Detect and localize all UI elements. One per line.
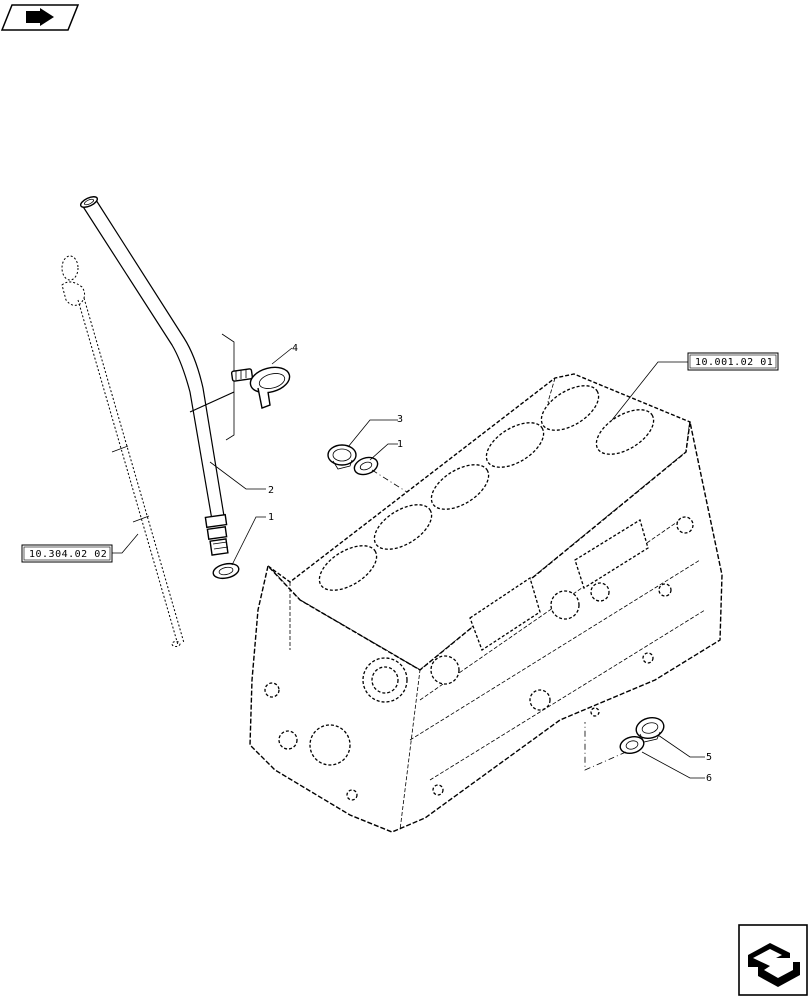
callout-6: 6 [706,773,712,784]
leader-lines [112,347,705,779]
callout-2: 2 [268,485,274,496]
plug-lower [635,716,665,743]
dipstick [61,255,185,647]
reference-box-dipstick[interactable]: 10.304.02 02 [21,544,113,563]
nav-prev-arrow-icon[interactable] [0,4,80,31]
dipstick-tube [79,196,229,556]
callout-4: 4 [292,343,298,354]
callout-1-lower: 1 [268,512,274,523]
callout-3: 3 [397,414,403,425]
plug-upper [327,444,357,470]
seal-ring-lower [212,562,240,580]
engine-block [249,373,723,833]
reference-label-engine-block: 10.001.02 01 [695,357,773,368]
washer-lower [619,735,645,755]
seal-ring-upper [353,456,379,476]
reference-label-dipstick: 10.304.02 02 [29,549,107,560]
callout-5: 5 [706,752,712,763]
callout-1-upper: 1 [397,439,403,450]
clamp-assembly [189,333,291,441]
nav-next-arrow-icon[interactable] [738,924,808,996]
reference-box-engine-block[interactable]: 10.001.02 01 [687,352,779,371]
